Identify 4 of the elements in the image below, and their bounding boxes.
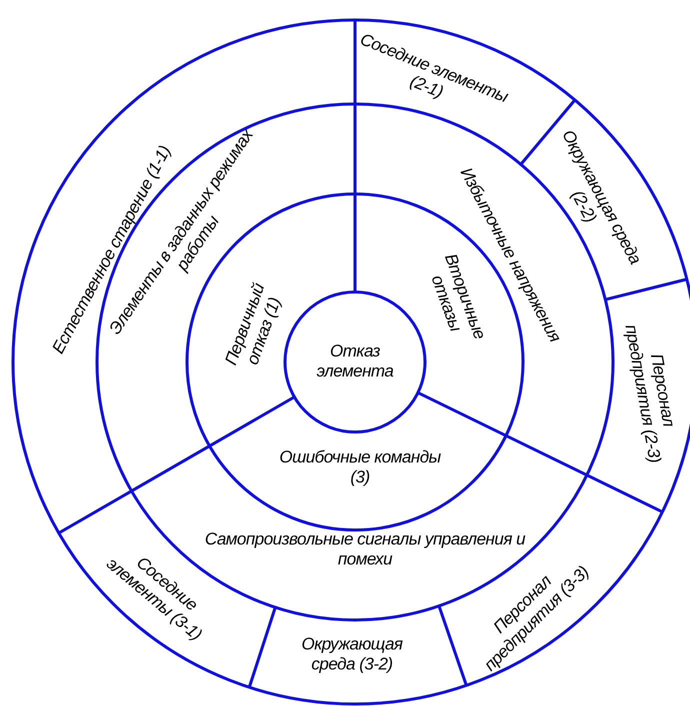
sector-label: Ошибочные команды (3) — [275, 448, 445, 488]
sector-label: Самопроизвольные сигналы управления и помехи — [185, 530, 545, 570]
sector-label: Персонал предприятия (2-3) — [618, 314, 686, 470]
sector-label: Окружающая среда (3-2) — [284, 634, 420, 676]
